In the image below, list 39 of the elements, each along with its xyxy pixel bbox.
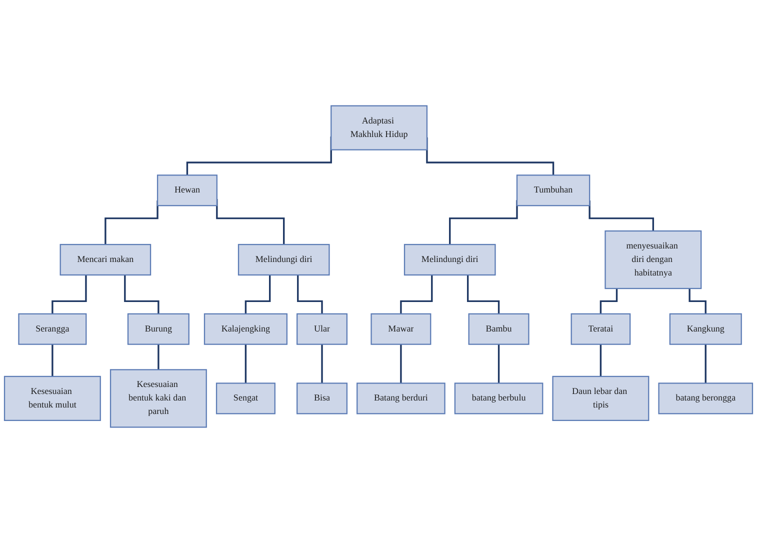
node-box: Bambu <box>468 313 530 345</box>
node-box: Kesesuaian bentuk mulut <box>4 376 101 421</box>
connector <box>600 288 618 315</box>
node-box: Teratai <box>570 313 631 345</box>
node-box: Kesesuaian bentuk kaki dan paruh <box>110 369 207 428</box>
connector <box>244 274 271 315</box>
connector <box>704 344 706 384</box>
node-box: Daun lebar dan tipis <box>552 376 650 421</box>
connector <box>52 344 54 378</box>
connector <box>158 344 160 371</box>
connector <box>124 274 160 315</box>
node-box: Melindungi diri <box>404 244 496 276</box>
connector <box>52 274 87 315</box>
node-box: Melindungi diri <box>238 244 330 276</box>
node-box: Mawar <box>370 313 432 345</box>
connector <box>321 344 323 384</box>
node-box: Tumbuhan <box>516 174 590 206</box>
connector <box>600 344 602 378</box>
node-box: Serangga <box>18 313 87 345</box>
node-box: Burung <box>127 313 190 345</box>
connector <box>244 344 247 384</box>
node-box: Kangkung <box>669 313 742 345</box>
node-box: Sengat <box>216 382 276 414</box>
node-box: Hewan <box>156 174 218 206</box>
node-box: Kalajengking <box>204 313 288 345</box>
node-box: menyesuaikan diri dengan habitatnya <box>604 230 702 290</box>
node-box: batang berongga <box>658 382 754 414</box>
node-box: batang berbulu <box>454 382 544 414</box>
connector <box>688 288 706 315</box>
connector <box>400 274 433 315</box>
node-box: Adaptasi Makhluk Hidup <box>330 105 428 150</box>
connector <box>400 344 402 384</box>
node-box: Mencari makan <box>60 244 152 276</box>
connector <box>498 344 500 384</box>
connector <box>297 274 323 315</box>
node-box: Bisa <box>296 382 348 414</box>
node-box: Ular <box>296 313 348 345</box>
connector <box>466 274 500 315</box>
node-box: Batang berduri <box>356 382 446 414</box>
